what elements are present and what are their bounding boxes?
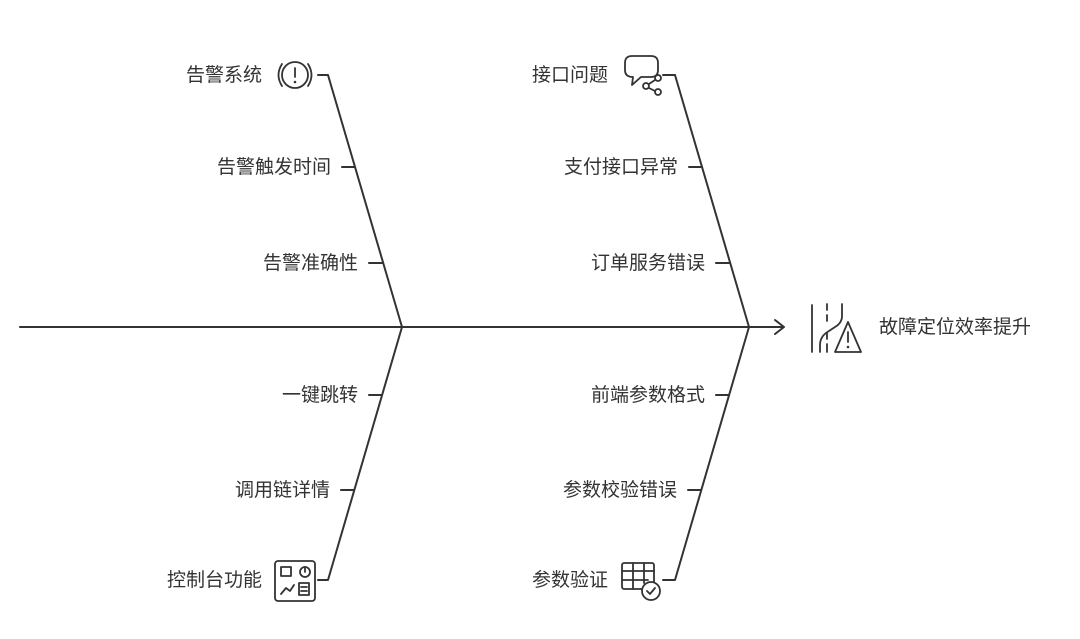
- alert-circle-icon: [277, 61, 313, 89]
- cause-label-param-validation-error: 参数校验错误: [562, 479, 677, 501]
- cause-label-alert-trigger-time: 告警触发时间: [216, 156, 331, 178]
- bone-bottom-right: [662, 326, 750, 581]
- cause-label-order-service-error: 订单服务错误: [590, 252, 705, 274]
- bone-top-right: [662, 74, 750, 328]
- cause-label-call-chain-details: 调用链详情: [234, 479, 330, 501]
- cause-label-frontend-param-format: 前端参数格式: [590, 384, 705, 406]
- road-warning-icon: [811, 303, 862, 353]
- bone-bottom-left: [317, 326, 403, 581]
- category-label-console-features: 控制台功能: [166, 569, 262, 591]
- cause-label-payment-interface-error: 支付接口异常: [563, 156, 678, 178]
- dashboard-icon: [274, 560, 316, 602]
- category-label-alert-system: 告警系统: [185, 64, 262, 86]
- chat-bubble-network-icon: [624, 55, 662, 96]
- category-label-parameter-validation: 参数验证: [531, 569, 608, 591]
- table-check-icon: [621, 562, 661, 601]
- effect-label: 故障定位效率提升: [879, 316, 1032, 338]
- bone-top-left: [317, 74, 403, 328]
- cause-label-alert-accuracy: 告警准确性: [262, 252, 358, 274]
- cause-label-one-click-jump: 一键跳转: [281, 384, 358, 406]
- category-label-interface-issues: 接口问题: [531, 64, 608, 86]
- spine-arrowhead: [774, 319, 785, 335]
